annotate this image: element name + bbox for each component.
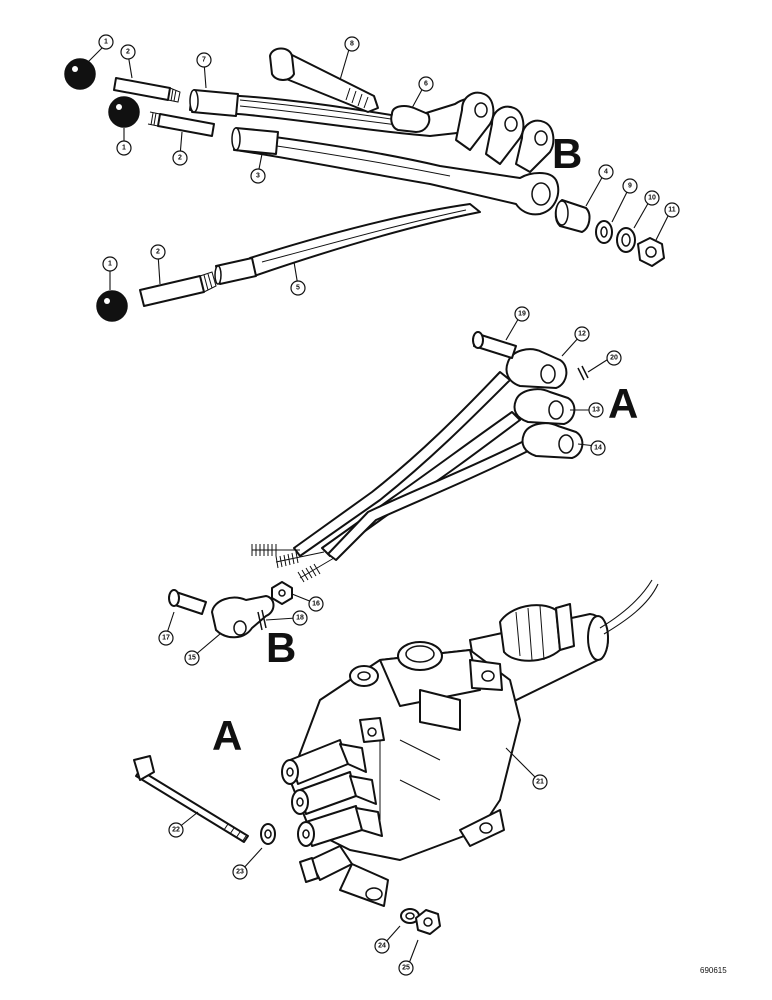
lever-arm-main xyxy=(235,131,560,216)
svg-text:20: 20 xyxy=(610,355,618,362)
svg-text:10: 10 xyxy=(648,195,656,202)
rod-12 xyxy=(293,371,511,557)
knob-1-middle xyxy=(108,96,140,128)
callout-11: 11 xyxy=(664,202,680,218)
svg-text:3: 3 xyxy=(256,173,260,180)
svg-text:25: 25 xyxy=(402,965,410,972)
callout-18: 18 xyxy=(292,610,308,626)
svg-text:2: 2 xyxy=(126,49,130,56)
section-letter-b-lower: B xyxy=(266,624,296,671)
svg-text:6: 6 xyxy=(424,81,428,88)
callout-1-b: 1 xyxy=(116,140,132,156)
svg-text:17: 17 xyxy=(162,635,170,642)
clevis-15 xyxy=(211,595,275,639)
bolt-22 xyxy=(133,755,249,843)
callout-8: 8 xyxy=(344,36,360,52)
svg-text:18: 18 xyxy=(296,615,304,622)
svg-text:7: 7 xyxy=(202,57,206,64)
callout-2-b: 2 xyxy=(172,150,188,166)
svg-text:9: 9 xyxy=(628,183,632,190)
callout-6: 6 xyxy=(418,76,434,92)
callout-16: 16 xyxy=(308,596,324,612)
callout-9: 9 xyxy=(622,178,638,194)
clevis-13 xyxy=(513,388,576,425)
svg-text:16: 16 xyxy=(312,601,320,608)
callout-12: 12 xyxy=(574,326,590,342)
rod-assembly-middle xyxy=(251,331,589,583)
stud-2-lower xyxy=(139,275,205,307)
svg-text:1: 1 xyxy=(122,145,126,152)
svg-text:19: 19 xyxy=(518,311,526,318)
callout-4: 4 xyxy=(598,164,614,180)
clevis-14 xyxy=(521,422,584,459)
control-valve-assembly xyxy=(281,579,659,907)
callout-13: 13 xyxy=(588,402,604,418)
rod-14 xyxy=(327,441,531,561)
callout-3: 3 xyxy=(250,168,266,184)
callout-10: 10 xyxy=(644,190,660,206)
svg-text:13: 13 xyxy=(592,407,600,414)
svg-text:24: 24 xyxy=(378,943,386,950)
svg-text:4: 4 xyxy=(604,169,608,176)
callout-2-c: 2 xyxy=(150,244,166,260)
section-letter-a-right: A xyxy=(608,380,638,427)
svg-text:23: 23 xyxy=(236,869,244,876)
callout-21: 21 xyxy=(532,774,548,790)
callout-22: 22 xyxy=(168,822,184,838)
sleeve-lower xyxy=(215,257,257,285)
callout-bubbles: 1 2 7 8 6 1 2 3 4 9 10 11 1 2 5 19 12 20… xyxy=(98,34,680,976)
callout-5: 5 xyxy=(290,280,306,296)
section-letter-a-left: A xyxy=(212,712,242,759)
callout-23: 23 xyxy=(232,864,248,880)
figure-code: 690615 xyxy=(700,966,727,975)
callout-25: 25 xyxy=(398,960,414,976)
lever-rod-5 xyxy=(249,203,481,277)
clevis-assembly-lower xyxy=(168,581,293,639)
callout-24: 24 xyxy=(374,938,390,954)
callout-1-a: 1 xyxy=(98,34,114,50)
knob-1-lower xyxy=(96,290,128,322)
callout-14: 14 xyxy=(590,440,606,456)
svg-text:1: 1 xyxy=(104,39,108,46)
svg-text:22: 22 xyxy=(172,827,180,834)
sleeve-7 xyxy=(191,89,239,117)
valve-wires xyxy=(599,579,659,635)
svg-text:12: 12 xyxy=(578,331,586,338)
callout-17: 17 xyxy=(158,630,174,646)
svg-text:8: 8 xyxy=(350,41,354,48)
stud-2-middle xyxy=(157,113,215,137)
svg-text:5: 5 xyxy=(296,285,300,292)
callout-2-a: 2 xyxy=(120,44,136,60)
svg-text:1: 1 xyxy=(108,261,112,268)
callout-20: 20 xyxy=(606,350,622,366)
svg-text:2: 2 xyxy=(178,155,182,162)
rod-thread-ends xyxy=(251,544,335,583)
svg-text:21: 21 xyxy=(536,779,544,786)
svg-text:15: 15 xyxy=(188,655,196,662)
section-letter-b-upper: B xyxy=(552,130,582,177)
cotter-pin-18 xyxy=(257,609,267,631)
lever-assembly-upper xyxy=(64,47,665,322)
callout-15: 15 xyxy=(184,650,200,666)
knob-1-upper xyxy=(64,58,96,90)
callout-1-c: 1 xyxy=(102,256,118,272)
svg-text:11: 11 xyxy=(668,207,676,214)
bushing-6 xyxy=(390,105,431,133)
valve-spool-ends xyxy=(281,739,383,847)
cotter-pin-20 xyxy=(577,365,589,381)
clevis-12 xyxy=(505,348,568,389)
svg-text:14: 14 xyxy=(594,445,602,452)
callout-7: 7 xyxy=(196,52,212,68)
callout-19-a: 19 xyxy=(514,306,530,322)
svg-text:2: 2 xyxy=(156,249,160,256)
